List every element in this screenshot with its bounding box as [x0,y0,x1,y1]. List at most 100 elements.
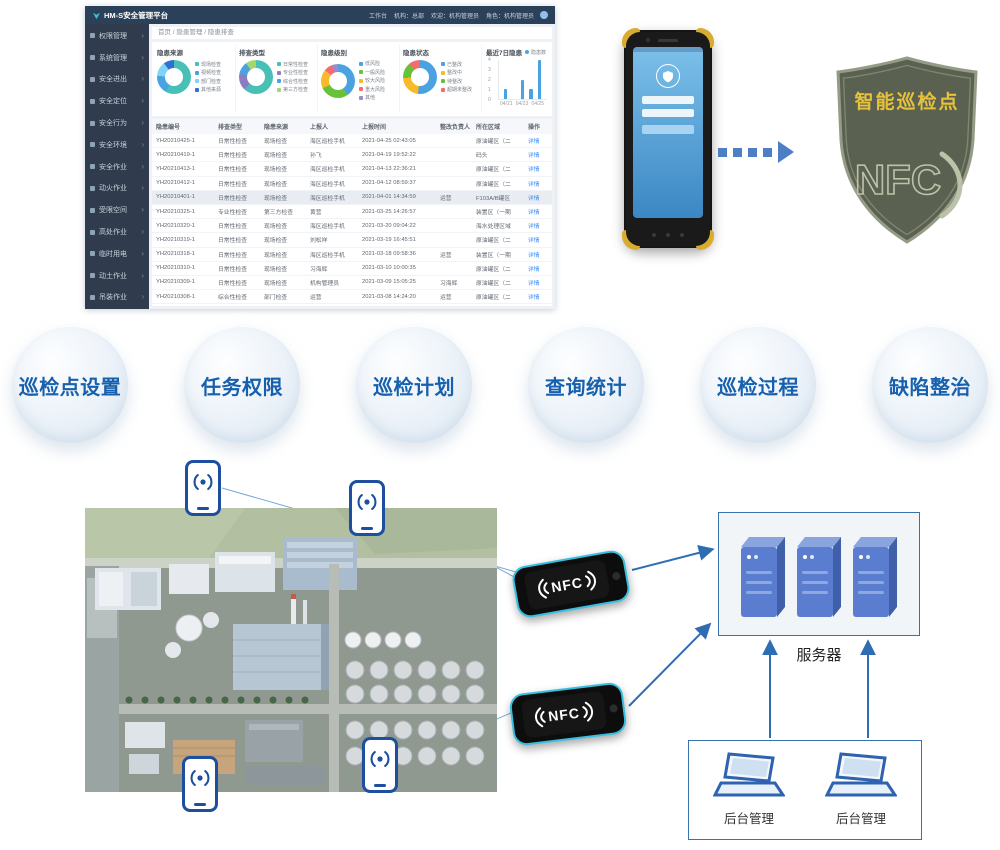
legend-dot [441,79,445,84]
detail-link[interactable]: 详情 [528,224,540,231]
nfc-label: NFC [550,574,585,596]
x-tick: 04/23 [515,101,529,107]
table-row[interactable]: YH20210320-1 日常性检查 现场检查 海区巡检手机 2021-03-2… [152,219,552,234]
table-row[interactable]: YH20210412-1 日常性检查 现场检查 海区巡检手机 2021-04-1… [152,177,552,191]
cell-reporter: 海区巡检手机 [310,181,345,188]
sidebar-item[interactable]: 安全作业 › [85,156,149,178]
donut-chart [403,60,437,94]
menu-icon [90,273,95,279]
legend-label: 重大风险 [365,86,386,93]
cell-check-type: 日常性检查 [218,139,247,146]
server-icon [853,537,897,617]
detail-link[interactable]: 详情 [528,139,540,146]
table-row[interactable]: YH20210419-1 日常性检查 现场检查 孙飞 2021-04-19 19… [152,148,552,163]
table-row[interactable]: YH20210319-1 日常性检查 现场检查 刘松祥 2021-03-19 1… [152,233,552,248]
chart-title: 隐患状态 [403,50,429,57]
legend-dot [359,70,363,74]
nfc-reader-device: NFC [508,681,628,747]
username-field[interactable] [642,96,694,104]
sidebar-item[interactable]: 吊装作业 › [85,287,149,309]
donut-panel-type: 排查类型 日常性检查专业性检查综合性检查第三方检查 [236,45,318,113]
sidebar-item[interactable]: 安全进出 › [85,69,149,91]
cell-reporter: 运营 [310,295,322,302]
menu-icon [90,55,95,61]
sidebar-item[interactable]: 系统管理 › [85,47,149,69]
cell-area: 原油罐区（二 [476,181,511,188]
detail-link[interactable]: 详情 [528,195,540,202]
sidebar-item[interactable]: 动土作业 › [85,265,149,287]
detail-link[interactable]: 详情 [528,181,540,188]
table-row[interactable]: YH20210309-1 日常性检查 现场检查 机构管理员 2021-03-09… [152,276,552,291]
dashed-arrow [718,141,794,163]
user-avatar[interactable] [540,11,548,19]
chart-legend: 日常性检查专业性检查综合性检查第三方检查 [277,61,308,93]
legend-label: 已整改 [447,61,463,68]
chevron-right-icon: › [141,96,144,106]
donut-panel-source: 隐患来源 现场检查视频检查部门检查其他来源 [154,45,236,113]
sidebar-item[interactable]: 权限管理 › [85,25,149,47]
detail-link[interactable]: 详情 [528,153,540,160]
legend-dot [359,95,363,100]
handheld-pda-device [622,28,714,250]
password-field[interactable] [642,109,694,117]
detail-link[interactable]: 详情 [528,266,540,273]
detail-link[interactable]: 详情 [528,252,540,259]
table-row[interactable]: YH20210401-1 日常性检查 现场检查 海区巡检手机 2021-04-0… [152,190,552,205]
logo-icon [92,12,101,19]
navbar-menu-item[interactable]: 欢迎：机构管理员 [430,13,479,20]
sidebar-item-label: 高处作业 [99,229,127,237]
table-row[interactable]: YH20210308-1 综合性检查 部门检查 运营 2021-03-08 14… [152,290,552,305]
sidebar-item[interactable]: 动火作业 › [85,178,149,200]
sidebar-item[interactable]: 安全行为 › [85,112,149,134]
navbar-menu-item[interactable]: 机构：总部 [393,13,424,20]
table-row[interactable]: YH20210425-1 日常性检查 现场检查 海区巡检手机 2021-04-2… [152,134,552,149]
legend-dot [277,79,281,84]
cell-area: 海水处理区域 [476,224,511,231]
sidebar-item[interactable]: 高处作业 › [85,221,149,243]
donut-chart [157,60,191,94]
detail-link[interactable]: 详情 [528,167,540,174]
col-header: 隐患来源 [264,125,289,131]
cell-time: 2021-04-13 22:36:21 [362,165,416,172]
hazard-table: 隐患编号 排查类型 隐患来源 上报人 上报时间 整改负责人 所在区域 操作 Y [152,119,552,306]
chart-title: 排查类型 [239,50,265,57]
reader-camera-dot [611,571,621,581]
legend-label: 一般风险 [365,69,386,76]
sidebar-item[interactable]: 安全定位 › [85,90,149,112]
cell-source: 现场检查 [264,238,288,245]
cell-id: YH20210412-1 [156,180,195,187]
detail-link[interactable]: 详情 [528,295,540,302]
login-button[interactable] [642,125,694,134]
menu-icon [90,185,95,191]
bar-series [499,60,546,99]
legend-label: 视频检查 [201,70,222,77]
sidebar-item[interactable]: 安全环境 › [85,134,149,156]
table-row[interactable]: YH20210413-1 日常性检查 现场检查 海区巡检手机 2021-04-1… [152,162,552,177]
detail-link[interactable]: 详情 [528,238,540,245]
sidebar-item-label: 安全定位 [99,98,127,106]
badge-nfc-logo: NFC [855,156,941,203]
sidebar-item[interactable]: 受限空间 › [85,199,149,221]
cell-time: 2021-03-08 14:24:20 [362,293,416,300]
cell-reporter: 海区巡检手机 [310,252,345,259]
table-body: YH20210425-1 日常性检查 现场检查 海区巡检手机 2021-04-2… [152,134,552,305]
cell-area: 原油罐区（二 [476,295,511,302]
chevron-right-icon: › [141,292,144,302]
table-row[interactable]: YH20210310-1 日常性检查 现场检查 习海辉 2021-03-10 1… [152,262,552,276]
legend-label: 现场检查 [201,61,222,68]
badge-title: 智能巡检点 [854,90,959,113]
laptop-icon [824,752,898,797]
cell-reporter: 孙飞 [310,153,322,160]
cell-check-type: 日常性检查 [218,280,247,287]
detail-link[interactable]: 详情 [528,210,540,217]
legend-dot [195,87,199,92]
table-row[interactable]: YH20210325-1 专业性检查 第三方检查 黄营 2021-03-25 1… [152,205,552,220]
legend-label: 其他 [365,95,376,101]
table-row[interactable]: YH20210318-1 日常性检查 现场检查 海区巡检手机 2021-03-1… [152,248,552,262]
cell-time: 2021-03-18 09:58:36 [362,251,416,258]
chevron-right-icon: › [141,270,144,280]
detail-link[interactable]: 详情 [528,280,540,287]
navbar-menu-item[interactable]: 工作台 [368,13,387,20]
navbar-menu-item[interactable]: 角色：机构管理员 [485,13,534,20]
sidebar-item[interactable]: 临时用电 › [85,243,149,265]
